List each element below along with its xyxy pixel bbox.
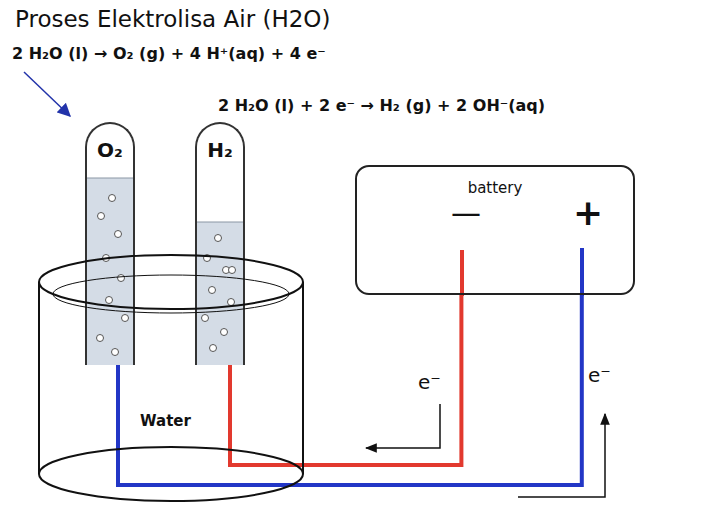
electron-arrow (366, 404, 440, 448)
positive-wire (118, 295, 582, 485)
water-line (87, 178, 133, 179)
oxygen-tube: O₂ (85, 122, 135, 365)
positive-terminal: + (573, 191, 603, 234)
terminal-lead (460, 250, 464, 296)
beaker: Water (36, 252, 306, 504)
water-line (197, 222, 243, 223)
negative-wire (230, 295, 461, 465)
terminal-lead (580, 248, 584, 296)
electron-label: e⁻ (588, 363, 611, 387)
reduction-equation: 2 H₂O (l) + 2 e⁻ → H₂ (g) + 2 OH⁻(aq) (218, 96, 545, 115)
electron-arrow (518, 414, 605, 497)
diagram-title: Proses Elektrolisa Air (H2O) (15, 6, 330, 34)
oxidation-equation: 2 H₂O (l) → O₂ (g) + 4 H⁺(aq) + 4 e⁻ (12, 44, 326, 63)
beaker-outline (36, 252, 306, 504)
tube-water (197, 222, 243, 365)
pointer-arrow (24, 72, 70, 116)
gas-label: O₂ (87, 138, 133, 162)
hydrogen-tube: H₂ (195, 122, 245, 365)
negative-terminal: — (451, 195, 481, 231)
battery-box: battery—+ (355, 165, 635, 295)
tube-water (87, 178, 133, 365)
electron-label: e⁻ (418, 370, 441, 394)
water-label: Water (140, 412, 191, 430)
gas-label: H₂ (197, 138, 243, 162)
